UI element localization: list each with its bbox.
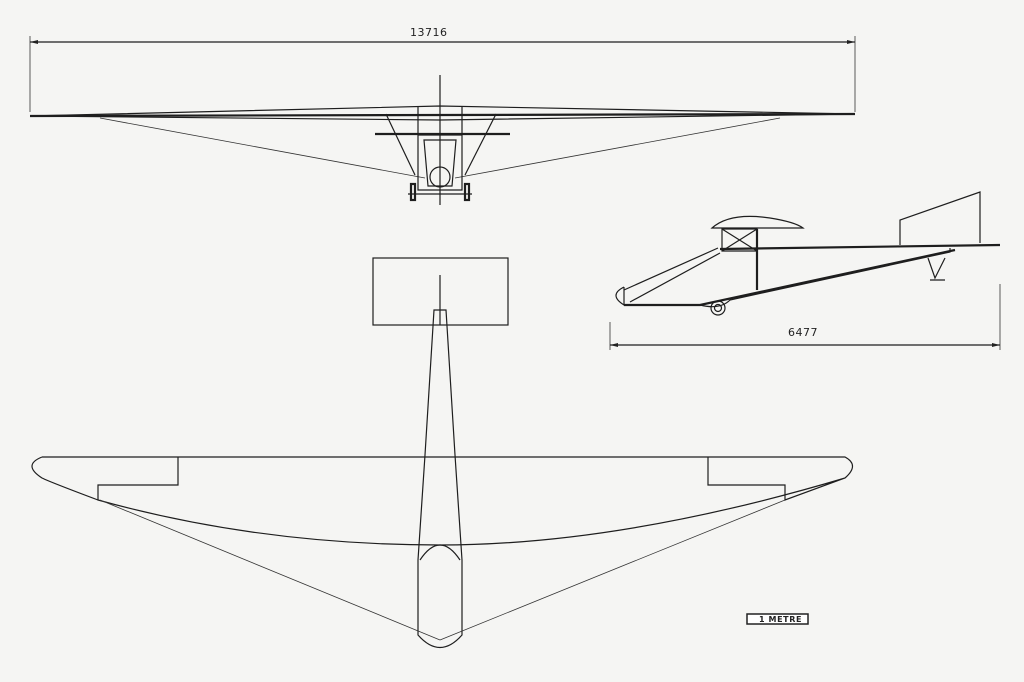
length-dimension-label: 6477: [788, 326, 818, 339]
length-dimension: 6477: [609, 284, 1001, 350]
front-view: [29, 75, 856, 205]
span-dimension: 13716: [29, 26, 856, 112]
side-view: [615, 191, 1001, 316]
scale-bar-label: 1 METRE: [759, 615, 802, 624]
scale-bar: 1 METRE: [746, 613, 809, 625]
plan-view: [31, 257, 854, 649]
span-dimension-label: 13716: [410, 26, 448, 39]
